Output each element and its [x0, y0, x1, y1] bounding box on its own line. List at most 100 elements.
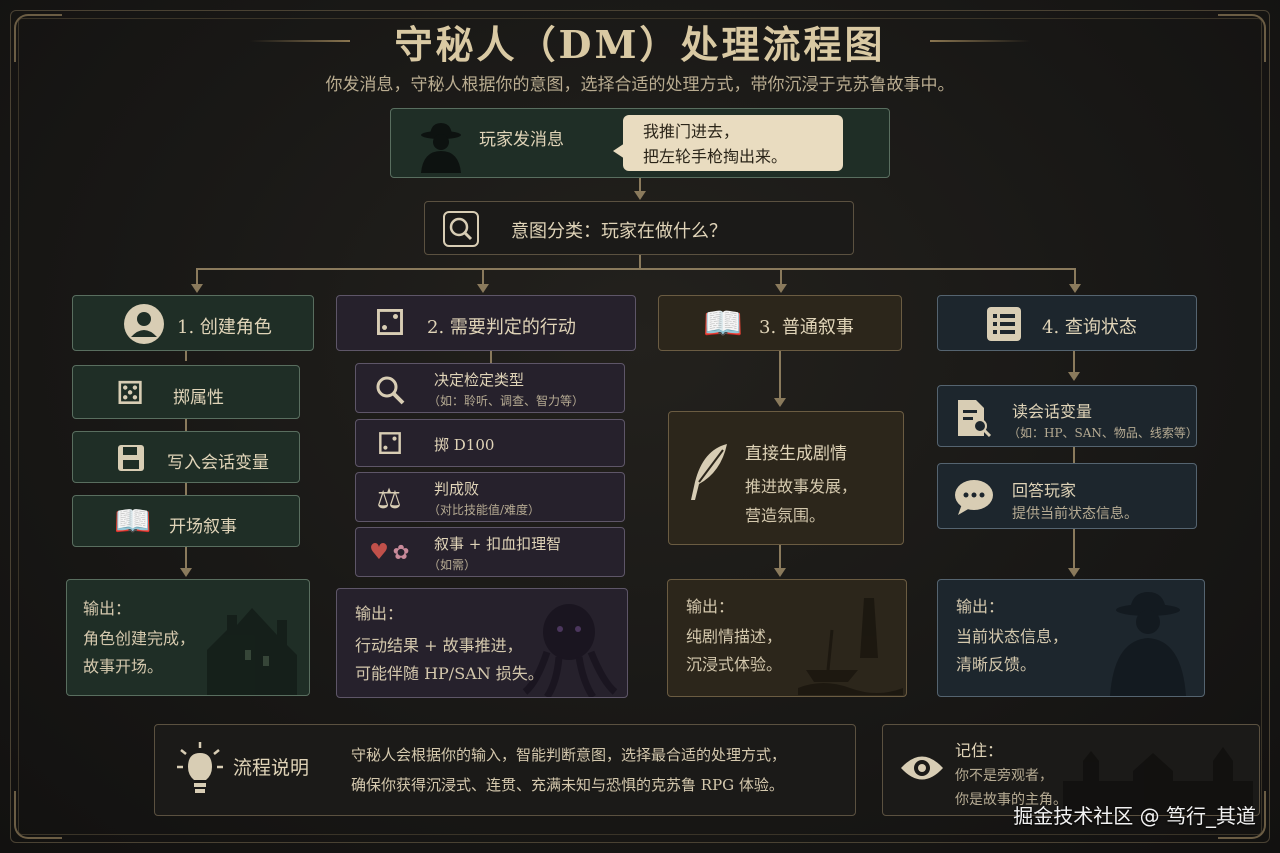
step-main-label: 决定检定类型 — [434, 371, 525, 389]
speech-bubble: 我推门进去， 把左轮手枪掏出来。 — [623, 115, 843, 171]
branch-title: 4. 查询状态 — [1042, 317, 1137, 338]
connector — [779, 351, 781, 399]
corner-ornament — [14, 14, 62, 62]
branch-title: 3. 普通叙事 — [759, 317, 854, 338]
step-generate-story: 直接生成剧情 推进故事发展， 营造氛围。 — [668, 411, 904, 545]
connector — [1074, 268, 1076, 285]
step-label: 写入会话变量 — [167, 453, 269, 473]
bubble-line-2: 把左轮手枪掏出来。 — [643, 147, 788, 166]
remember-line-2: 你是故事的主角。 — [955, 792, 1067, 808]
branch-title: 2. 需要判定的行动 — [427, 317, 576, 338]
output-label: 输出： — [83, 599, 132, 618]
output-line-2: 清晰反馈。 — [956, 655, 1037, 674]
output-line-1: 行动结果 + 故事推进， — [355, 636, 523, 655]
connector — [779, 545, 781, 569]
step-main-label: 回答玩家 — [1012, 481, 1077, 500]
inner-frame — [18, 18, 1262, 835]
output-label: 输出： — [686, 597, 735, 616]
step-main-label: 判成败 — [434, 480, 480, 498]
arrow-down-icon — [191, 284, 203, 293]
intent-classify-label: 意图分类：玩家在做什么？ — [511, 221, 727, 242]
search-icon — [376, 376, 405, 405]
player-message-box: 玩家发消息 我推门进去， 把左轮手枪掏出来。 — [390, 108, 890, 178]
dice-icon: ⚄ — [116, 374, 144, 412]
arrow-down-icon — [774, 568, 786, 577]
outer-frame — [10, 10, 1270, 843]
quill-icon — [691, 444, 727, 500]
dice-icon: ⚁ — [376, 426, 404, 462]
output-query-status: 输出： 当前状态信息， 清晰反馈。 — [937, 579, 1205, 697]
connector — [1073, 529, 1075, 569]
connector — [185, 351, 187, 361]
step-sub-label: 提供当前状态信息。 — [1012, 506, 1138, 522]
step-main-label: 叙事 + 扣血扣理智 — [434, 535, 562, 553]
step-main-label: 直接生成剧情 — [745, 444, 847, 464]
step-answer-player: 回答玩家 提供当前状态信息。 — [937, 463, 1197, 529]
arrow-down-icon — [180, 568, 192, 577]
bubble-line-1: 我推门进去， — [643, 122, 740, 141]
branch-query-status: 4. 查询状态 — [937, 295, 1197, 351]
output-line-1: 纯剧情描述， — [686, 627, 783, 646]
connector — [639, 178, 641, 192]
output-line-1: 当前状态信息， — [956, 627, 1069, 646]
arrow-down-icon — [774, 398, 786, 407]
flow-explanation-box: 流程说明 守秘人会根据你的输入，智能判断意图，选择最合适的处理方式， 确保你获得… — [154, 724, 856, 816]
mansion-illustration — [207, 608, 297, 695]
arrow-down-icon — [1068, 568, 1080, 577]
arrow-down-icon — [1069, 284, 1081, 293]
intent-classify-box: 意图分类：玩家在做什么？ — [424, 201, 854, 255]
step-read-variables: 读会话变量 （如：HP、SAN、物品、线索等） — [937, 385, 1198, 447]
branch-narration: 📖 3. 普通叙事 — [658, 295, 902, 351]
step-judge-result: ⚖ 判成败 （对比技能值/难度） — [355, 472, 625, 522]
output-line-2: 故事开场。 — [83, 657, 164, 676]
connector — [196, 268, 198, 285]
list-icon — [987, 307, 1021, 341]
step-label: 掷属性 — [173, 388, 224, 408]
arrow-down-icon — [1068, 372, 1080, 381]
detective-illustration — [1110, 592, 1186, 696]
connector — [482, 268, 484, 285]
connector — [185, 483, 187, 495]
output-label: 输出： — [956, 597, 1005, 616]
output-line-2: 可能伴随 HP/SAN 损失。 — [355, 664, 544, 683]
output-line-1: 角色创建完成， — [83, 629, 196, 648]
book-icon: 📖 — [114, 503, 152, 539]
remember-line-1: 你不是旁观者， — [955, 768, 1053, 784]
step-write-variables: 写入会话变量 — [72, 431, 300, 483]
step-sub-label: （如需） — [428, 558, 477, 572]
step-label: 开场叙事 — [169, 517, 237, 537]
cthulhu-illustration — [522, 604, 618, 697]
heart-icon: ♥ — [369, 539, 389, 565]
scales-icon: ⚖ — [376, 481, 402, 515]
save-icon — [118, 445, 144, 471]
step-main-label: 读会话变量 — [1012, 402, 1093, 421]
connector — [490, 351, 492, 363]
step-main-label: 掷 D100 — [434, 436, 495, 454]
detective-icon — [421, 123, 461, 173]
title-rule-right — [930, 40, 1030, 42]
flow-line-1: 守秘人会根据你的输入，智能判断意图，选择最合适的处理方式， — [351, 746, 787, 764]
branch-create-character: 1. 创建角色 — [72, 295, 314, 351]
step-narrate-damage: ♥ ✿ 叙事 + 扣血扣理智 （如需） — [355, 527, 625, 577]
output-check-action: 输出： 行动结果 + 故事推进， 可能伴随 HP/SAN 损失。 — [336, 588, 628, 698]
arrow-down-icon — [634, 191, 646, 200]
connector — [185, 547, 187, 569]
step-sub-label: （如：聆听、调查、智力等） — [428, 394, 585, 408]
remember-box: 记住： 你不是旁观者， 你是故事的主角。 — [882, 724, 1260, 816]
branch-title: 1. 创建角色 — [177, 317, 272, 338]
step-roll-d100: ⚁ 掷 D100 — [355, 419, 625, 467]
step-opening-narration: 📖 开场叙事 — [72, 495, 300, 547]
page-subtitle: 你发消息，守秘人根据你的意图，选择合适的处理方式，带你沉浸于克苏鲁故事中。 — [325, 75, 955, 95]
title-rule-left — [250, 40, 350, 42]
corner-ornament — [1218, 14, 1266, 62]
lightbulb-icon — [177, 742, 223, 793]
arrow-down-icon — [775, 284, 787, 293]
flow-line-2: 确保你获得沉浸式、连贯、充满未知与恐惧的克苏鲁 RPG 体验。 — [351, 776, 784, 794]
watermark: 掘金技术社区 @ 笃行_其道 — [1013, 804, 1256, 828]
dice-icon: ⚁ — [374, 302, 406, 344]
output-label: 输出： — [355, 604, 404, 623]
step-sub-label: （对比技能值/难度） — [428, 503, 541, 517]
corner-ornament — [14, 791, 62, 839]
document-search-icon — [958, 400, 992, 438]
remember-label: 记住： — [955, 741, 1004, 760]
